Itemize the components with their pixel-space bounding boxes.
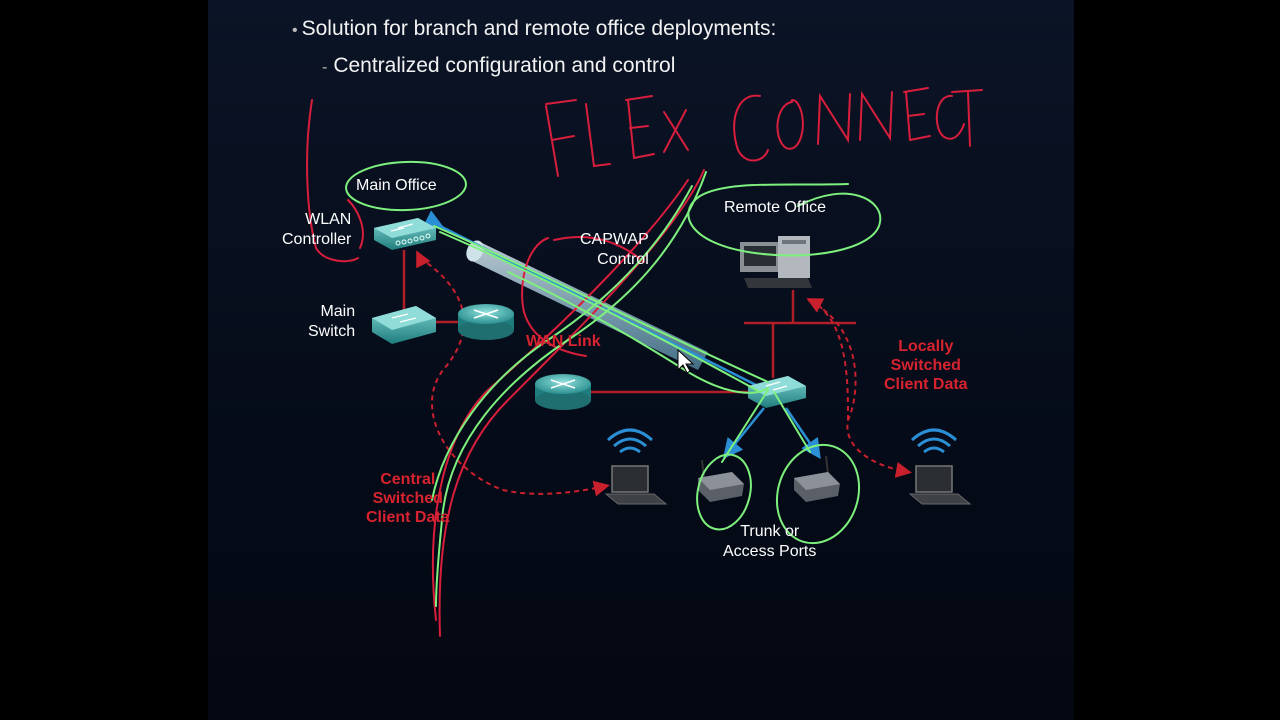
label-wlan-controller: WLAN Controller xyxy=(282,210,351,250)
label-locally-line3: Client Data xyxy=(884,376,968,393)
sub-bullet-marker: - xyxy=(322,59,328,76)
handwritten-green-strokes xyxy=(345,160,882,607)
label-central-switched: Central Switched Client Data xyxy=(366,470,450,527)
label-trunk-ports: Trunk or Access Ports xyxy=(723,522,816,562)
label-main-switch-line1: Main xyxy=(320,303,356,320)
main-switch-icon xyxy=(372,306,436,344)
label-trunk-line2: Access Ports xyxy=(723,543,817,560)
access-point-right-icon xyxy=(794,455,840,502)
access-point-left-icon xyxy=(698,459,744,502)
label-trunk-line1: Trunk or xyxy=(740,523,800,540)
label-central-line1: Central xyxy=(380,471,436,488)
bullet-level2: -Centralized configuration and control xyxy=(322,54,675,78)
label-wlan-line2: Controller xyxy=(282,231,352,248)
label-locally-line2: Switched xyxy=(890,357,961,374)
label-wlan-line1: WLAN xyxy=(305,211,352,228)
label-capwap-line2: Control xyxy=(597,251,649,268)
label-locally-line1: Locally xyxy=(898,338,954,355)
branch-router-icon xyxy=(535,374,591,410)
label-capwap-control: CAPWAP Control xyxy=(580,230,649,270)
bullet-marker: • xyxy=(292,22,298,39)
label-main-office: Main Office xyxy=(356,177,437,194)
bullet-text: Solution for branch and remote office de… xyxy=(301,17,777,40)
laptop-center-icon xyxy=(604,428,668,505)
wired-links xyxy=(402,250,856,394)
label-wan-link: WAN Link xyxy=(526,333,601,350)
client-data-arrows xyxy=(416,250,912,497)
label-locally-switched: Locally Switched Client Data xyxy=(884,337,968,394)
bullet-level1: •Solution for branch and remote office d… xyxy=(292,17,776,41)
main-router-icon xyxy=(458,304,514,340)
label-central-line3: Client Data xyxy=(366,509,450,526)
remote-pc-icon xyxy=(740,236,812,288)
label-remote-office: Remote Office xyxy=(724,199,826,216)
laptop-right-icon xyxy=(908,428,972,505)
slide: •Solution for branch and remote office d… xyxy=(208,0,1074,720)
label-main-switch-line2: Switch xyxy=(308,323,356,340)
handwritten-flex-connect xyxy=(545,87,983,177)
sub-bullet-text: Centralized configuration and control xyxy=(333,54,676,77)
network-diagram xyxy=(306,87,983,637)
wlan-controller-icon xyxy=(374,218,436,250)
label-central-line2: Switched xyxy=(372,490,443,507)
handwritten-red-strokes xyxy=(306,99,705,637)
label-main-switch: Main Switch xyxy=(308,302,355,342)
label-capwap-line1: CAPWAP xyxy=(580,231,649,248)
mouse-cursor-icon xyxy=(677,348,695,374)
